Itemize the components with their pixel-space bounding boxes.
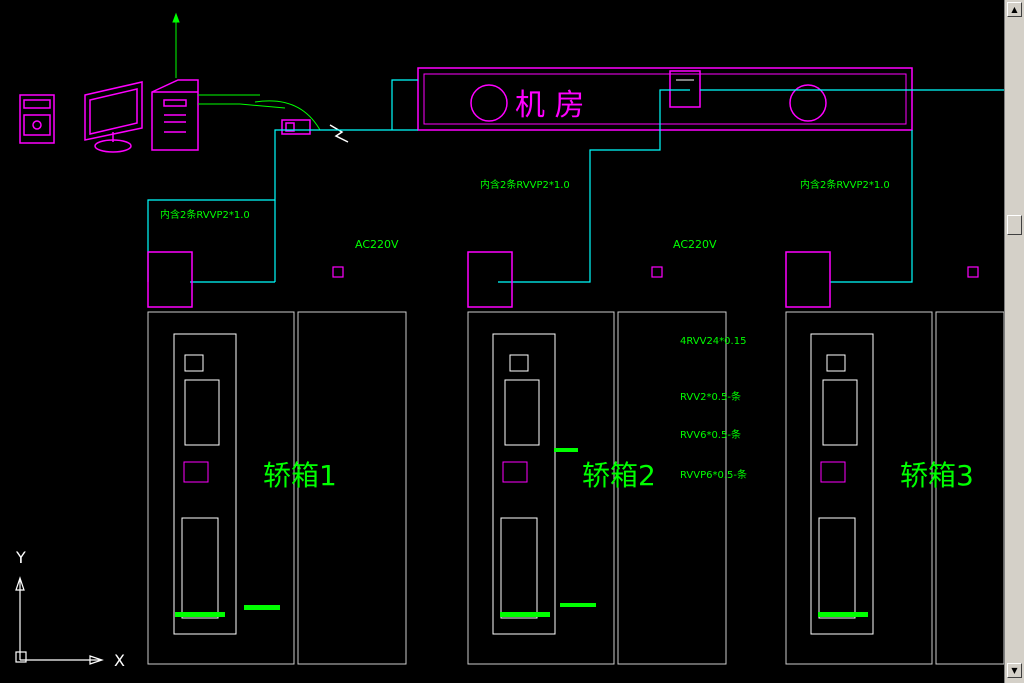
monitor-icon xyxy=(84,81,143,153)
car-panel-2 xyxy=(492,333,556,635)
car-panel-3 xyxy=(810,333,874,635)
computer-tower-icon xyxy=(151,79,199,151)
ac-label-1: AC220V xyxy=(355,238,399,251)
ucs-y-label: Y xyxy=(15,548,26,567)
ucs-x-label: X xyxy=(114,651,125,670)
wire-label-rvvp6: RVVP6*0.5-条 xyxy=(680,468,747,481)
ac-input-markers xyxy=(332,266,979,278)
ucs-axis-icon: Y X xyxy=(15,548,125,670)
arrow-down-icon[interactable]: ▼ xyxy=(1007,663,1022,678)
car-label-2: 轿箱2 xyxy=(582,459,656,492)
car-label-1: 轿箱1 xyxy=(263,459,337,492)
wire-label-4rvv: 4RVV24*0.15 xyxy=(680,336,746,347)
shaft-outlines xyxy=(147,311,1004,665)
wire-label-rvv2: RVV2*0.5-条 xyxy=(680,390,741,403)
ic-card-reader-device xyxy=(19,94,55,144)
car-label-3: 轿箱3 xyxy=(900,459,974,492)
car-panel-1 xyxy=(173,333,237,635)
control-box-2 xyxy=(467,251,513,308)
car-3-wire-labels: 4RVV24*0.15 RVV2*0.5-条 RVV6*0.5-条 RVVP6*… xyxy=(680,336,747,481)
network-lines xyxy=(172,12,321,131)
cable-spec-3: 内含2条RVVP2*1.0 xyxy=(800,178,890,191)
data-collector-device xyxy=(281,119,311,135)
machine-room-box: 机 房 xyxy=(417,67,913,131)
cable-spec-labels: 内含2条RVVP2*1.0 内含2条RVVP2*1.0 内含2条RVVP2*1.… xyxy=(160,178,890,221)
cable-spec-1: 内含2条RVVP2*1.0 xyxy=(160,208,250,221)
control-box-3 xyxy=(785,251,831,308)
cyan-trunk-cables xyxy=(147,79,1004,283)
green-cable-lines xyxy=(175,448,868,617)
ac-labels: AC220V AC220V xyxy=(355,238,717,251)
machine-room-label: 机 房 xyxy=(515,88,585,123)
ac-label-2: AC220V xyxy=(673,238,717,251)
car-labels: 轿箱1 轿箱2 轿箱3 xyxy=(263,459,974,492)
scroll-thumb[interactable] xyxy=(1007,215,1022,235)
vertical-scrollbar[interactable]: ▲ ▼ xyxy=(1004,0,1024,683)
control-box-1 xyxy=(147,251,193,308)
arrow-up-icon[interactable]: ▲ xyxy=(1007,2,1022,17)
cable-spec-2: 内含2条RVVP2*1.0 xyxy=(480,178,570,191)
wire-label-rvv6: RVV6*0.5-条 xyxy=(680,428,741,441)
lightning-icon xyxy=(329,124,349,143)
